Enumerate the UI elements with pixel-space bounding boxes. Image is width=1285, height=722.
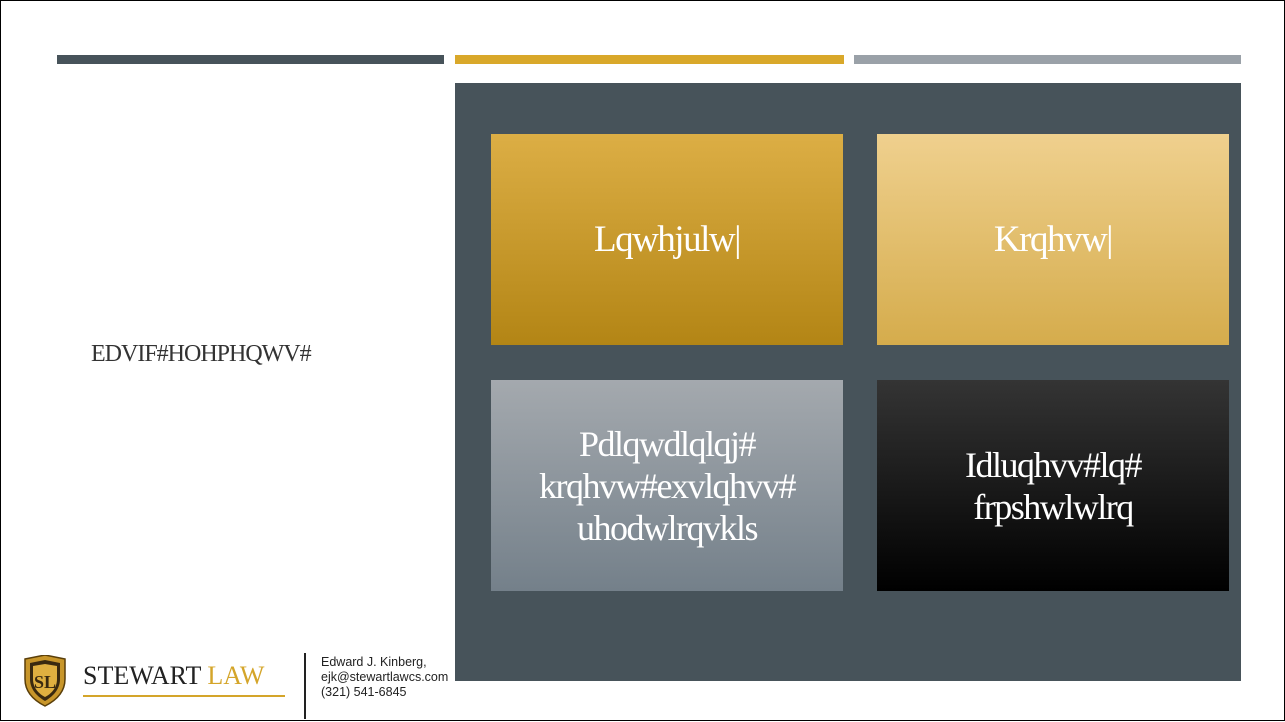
tile-integrity-label: Lqwhjulw| (593, 219, 742, 260)
tile-honesty-label: Krqhvw| (993, 219, 1114, 260)
top-bar-dark (57, 55, 444, 64)
tile-fairness-line-2: frpshwlwlrq (973, 486, 1134, 527)
shield-logo-icon: SL (24, 655, 66, 707)
tile-maintaining-line-2: krqhvw#exvlqhvv# (539, 465, 796, 506)
tile-maintaining-relationships[interactable]: Pdlqwdlqlqj# krqhvw#exvlqhvv# uhodwlrqvk… (491, 380, 843, 591)
tile-honesty[interactable]: Krqhvw| (877, 134, 1229, 345)
top-bar-gold (455, 55, 844, 64)
svg-text:SL: SL (34, 672, 56, 692)
contact-name: Edward J. Kinberg, (321, 655, 427, 669)
contact-email[interactable]: ejk@stewartlawcs.com (321, 670, 449, 684)
top-bar-gray (854, 55, 1241, 64)
tile-integrity[interactable]: Lqwhjulw| (491, 134, 843, 345)
contact-info: Edward J. Kinberg, ejk@stewartlawcs.com … (321, 655, 448, 700)
brand-underline (83, 695, 285, 697)
footer: SL STEWART LAW Edward J. Kinberg, ejk@st… (1, 651, 521, 722)
slide-title: EDVIF#HOHPHQWV# (91, 341, 312, 367)
contact-phone[interactable]: (321) 541-6845 (321, 685, 407, 699)
brand-name-stewart: STEWART (83, 661, 208, 690)
tile-fairness-line-1: Idluqhvv#lq# (965, 444, 1143, 485)
tile-maintaining-line-1: Pdlqwdlqlqj# (578, 423, 757, 464)
brand-name: STEWART LAW (83, 661, 264, 691)
footer-divider (304, 653, 306, 719)
tile-maintaining-line-3: uhodwlrqvkls (577, 507, 758, 548)
brand-name-law: LAW (207, 661, 265, 690)
tile-fairness[interactable]: Idluqhvv#lq# frpshwlwlrq (877, 380, 1229, 591)
